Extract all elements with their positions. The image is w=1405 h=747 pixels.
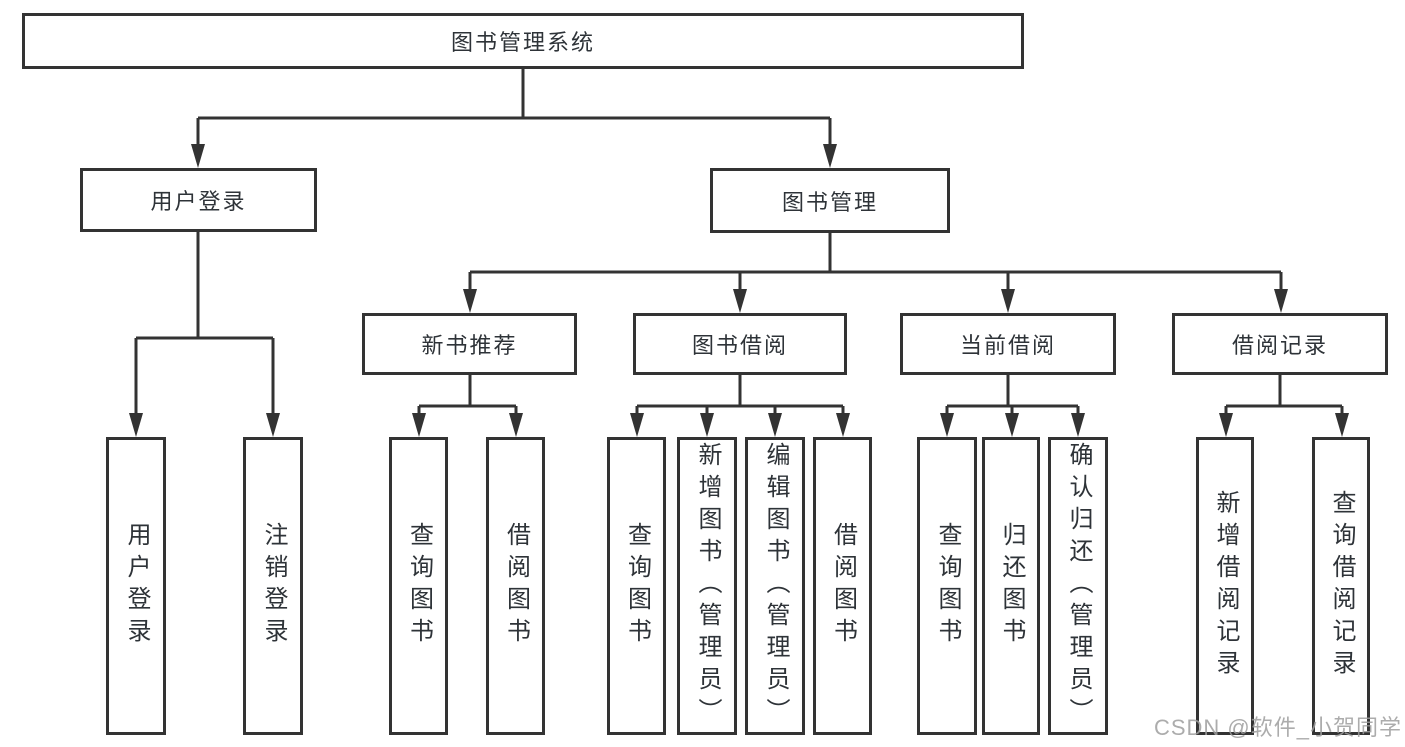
leaf-user-login: 用户登录 <box>106 437 166 735</box>
leaf-query-books: 查询图书 <box>917 437 977 735</box>
branch-book-management: 图书管理 <box>710 168 950 233</box>
leaf-borrow-books: 借阅图书 <box>486 437 545 735</box>
group-borrowing-records: 借阅记录 <box>1172 313 1388 375</box>
leaf-logout: 注销登录 <box>243 437 303 735</box>
leaf-borrow-books: 借阅图书 <box>813 437 872 735</box>
group-new-book-recommendation: 新书推荐 <box>362 313 577 375</box>
leaf-query-books: 查询图书 <box>389 437 448 735</box>
leaf-confirm-return-admin: 确认归还（管理员） <box>1048 437 1108 735</box>
group-current-borrowing: 当前借阅 <box>900 313 1116 375</box>
group-book-borrowing: 图书借阅 <box>633 313 847 375</box>
leaf-edit-books-admin: 编辑图书（管理员） <box>745 437 805 735</box>
root-node-library-system: 图书管理系统 <box>22 13 1024 69</box>
csdn-watermark: CSDN @软件_小贺同学 <box>1153 715 1402 740</box>
leaf-add-borrow-record: 新增借阅记录 <box>1196 437 1254 735</box>
leaf-return-books: 归还图书 <box>982 437 1040 735</box>
leaf-add-books-admin: 新增图书（管理员） <box>677 437 737 735</box>
leaf-query-books: 查询图书 <box>607 437 666 735</box>
leaf-query-borrow-record: 查询借阅记录 <box>1312 437 1370 735</box>
branch-user-login: 用户登录 <box>80 168 317 232</box>
